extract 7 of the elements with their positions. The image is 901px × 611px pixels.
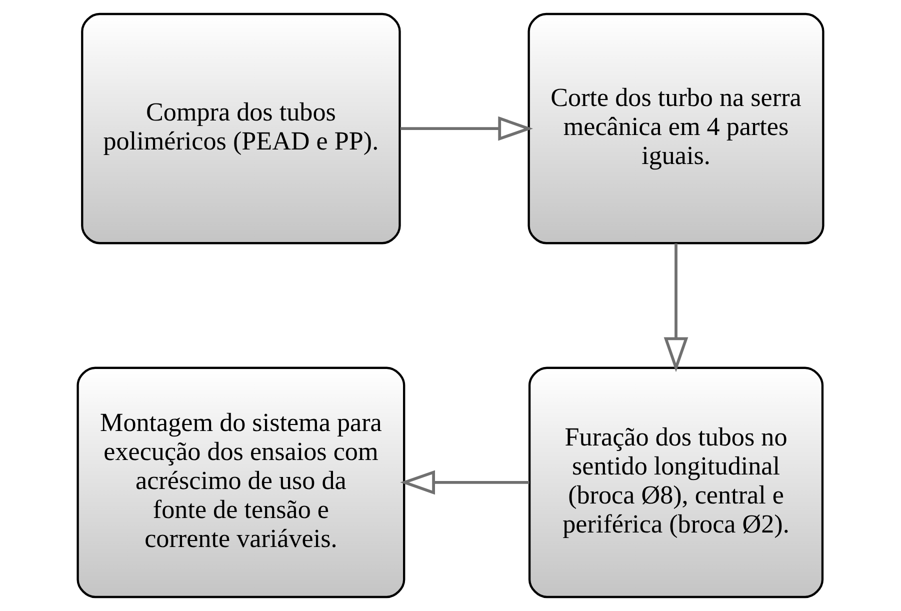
node-box: Furação dos tubos no sentido longitudinal (broca Ø8), central e periférica (broca Ø2).: [528, 366, 824, 598]
arrow: [664, 243, 688, 372]
node-box: Montagem do sistema para execução dos ensaios com acréscimo de uso da fonte de tensão e corrente variáveis.: [76, 366, 406, 598]
arrow: [400, 470, 530, 495]
node-box: Corte dos turbo na serra mecânica em 4 partes iguais.: [528, 12, 824, 244]
arrow: [400, 116, 533, 141]
node-box: Compra dos tubos poliméricos (PEAD e PP).: [81, 12, 401, 244]
